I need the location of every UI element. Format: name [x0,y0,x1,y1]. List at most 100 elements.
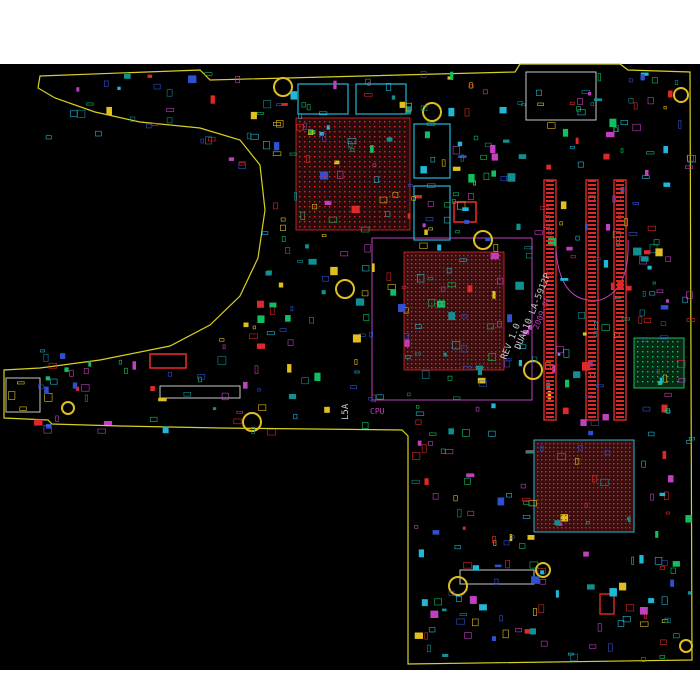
bga-ball [491,271,493,273]
bga-ball [379,146,381,148]
bga-ball [309,206,311,208]
dimm-pin [616,396,624,398]
dimm-pin [588,280,596,282]
smd-component [624,218,628,227]
mount-hole-11 [679,639,693,653]
bga-ball [407,267,409,269]
bga-ball [637,361,639,363]
smd-component [455,230,460,234]
bga-ball [565,487,567,489]
bga-ball [637,351,639,353]
smd-component [503,540,510,546]
bga-ball [411,263,413,265]
bga-ball [491,319,493,321]
bga-ball [667,371,669,373]
bga-ball [625,527,627,529]
bga-ball [667,366,669,368]
bga-ball [657,346,659,348]
bga-ball [411,267,413,269]
bga-ball [621,487,623,489]
bga-ball [553,503,555,505]
bga-ball [459,263,461,265]
smd-component [618,582,627,591]
smd-component [537,102,544,106]
bga-ball [475,363,477,365]
dimm-pin [616,196,624,198]
bga-ball [565,471,567,473]
bga-ball [545,451,547,453]
bga-ball [379,171,381,173]
bga-ball [577,527,579,529]
bga-ball [617,491,619,493]
bga-ball [605,495,607,497]
bga-ball [423,291,425,293]
bga-ball [415,287,417,289]
bga-ball [359,121,361,123]
bga-ball [463,319,465,321]
bga-ball [431,263,433,265]
bga-ball [467,319,469,321]
smd-component [562,407,569,415]
bga-ball [585,491,587,493]
smd-component [167,371,172,377]
bga-ball [581,443,583,445]
bga-ball [565,499,567,501]
bga-ball [467,267,469,269]
bga-ball [499,275,501,277]
bga-ball [314,166,316,168]
smd-component [354,359,358,365]
bga-ball [344,126,346,128]
smd-component [454,545,461,550]
bga-ball [589,491,591,493]
bga-ball [605,491,607,493]
bga-ball [447,331,449,333]
bga-ball [389,176,391,178]
bga-ball [483,279,485,281]
bga-ball [319,131,321,133]
smd-component [376,394,384,400]
bga-ball [557,515,559,517]
bga-ball [585,511,587,513]
bga-ball [557,471,559,473]
bga-ball [459,299,461,301]
bga-ball [423,323,425,325]
dimm-pin [546,212,554,214]
smd-component [50,378,58,385]
bga-ball [495,359,497,361]
smd-component [601,324,610,331]
bga-ball [609,451,611,453]
smd-component [569,146,575,149]
bga-ball [561,519,563,521]
bga-ball [483,327,485,329]
bga-ball [483,319,485,321]
bga-ball [487,263,489,265]
bga-ball [545,507,547,509]
bga-ball [577,487,579,489]
bga-ball [585,443,587,445]
dimm-pin [546,216,554,218]
dimm-pin [616,280,624,282]
smd-component [222,344,226,349]
bga-ball [605,463,607,465]
bga-ball [585,455,587,457]
bga-ball [499,335,501,337]
bga-ball [589,459,591,461]
bga-ball [549,463,551,465]
smd-component [661,560,668,566]
bga-ball [463,307,465,309]
bga-ball [471,335,473,337]
smd-component [581,362,591,371]
bga-ball [621,507,623,509]
bga-ball [463,259,465,261]
bga-ball [581,503,583,505]
bga-ball [344,131,346,133]
bga-ball [537,467,539,469]
bga-ball [329,156,331,158]
smd-component [153,83,161,90]
bga-ball [471,351,473,353]
smd-component [464,219,470,224]
smd-component [436,300,446,308]
bga-ball [475,307,477,309]
bga-ball [427,303,429,305]
bga-ball [569,467,571,469]
